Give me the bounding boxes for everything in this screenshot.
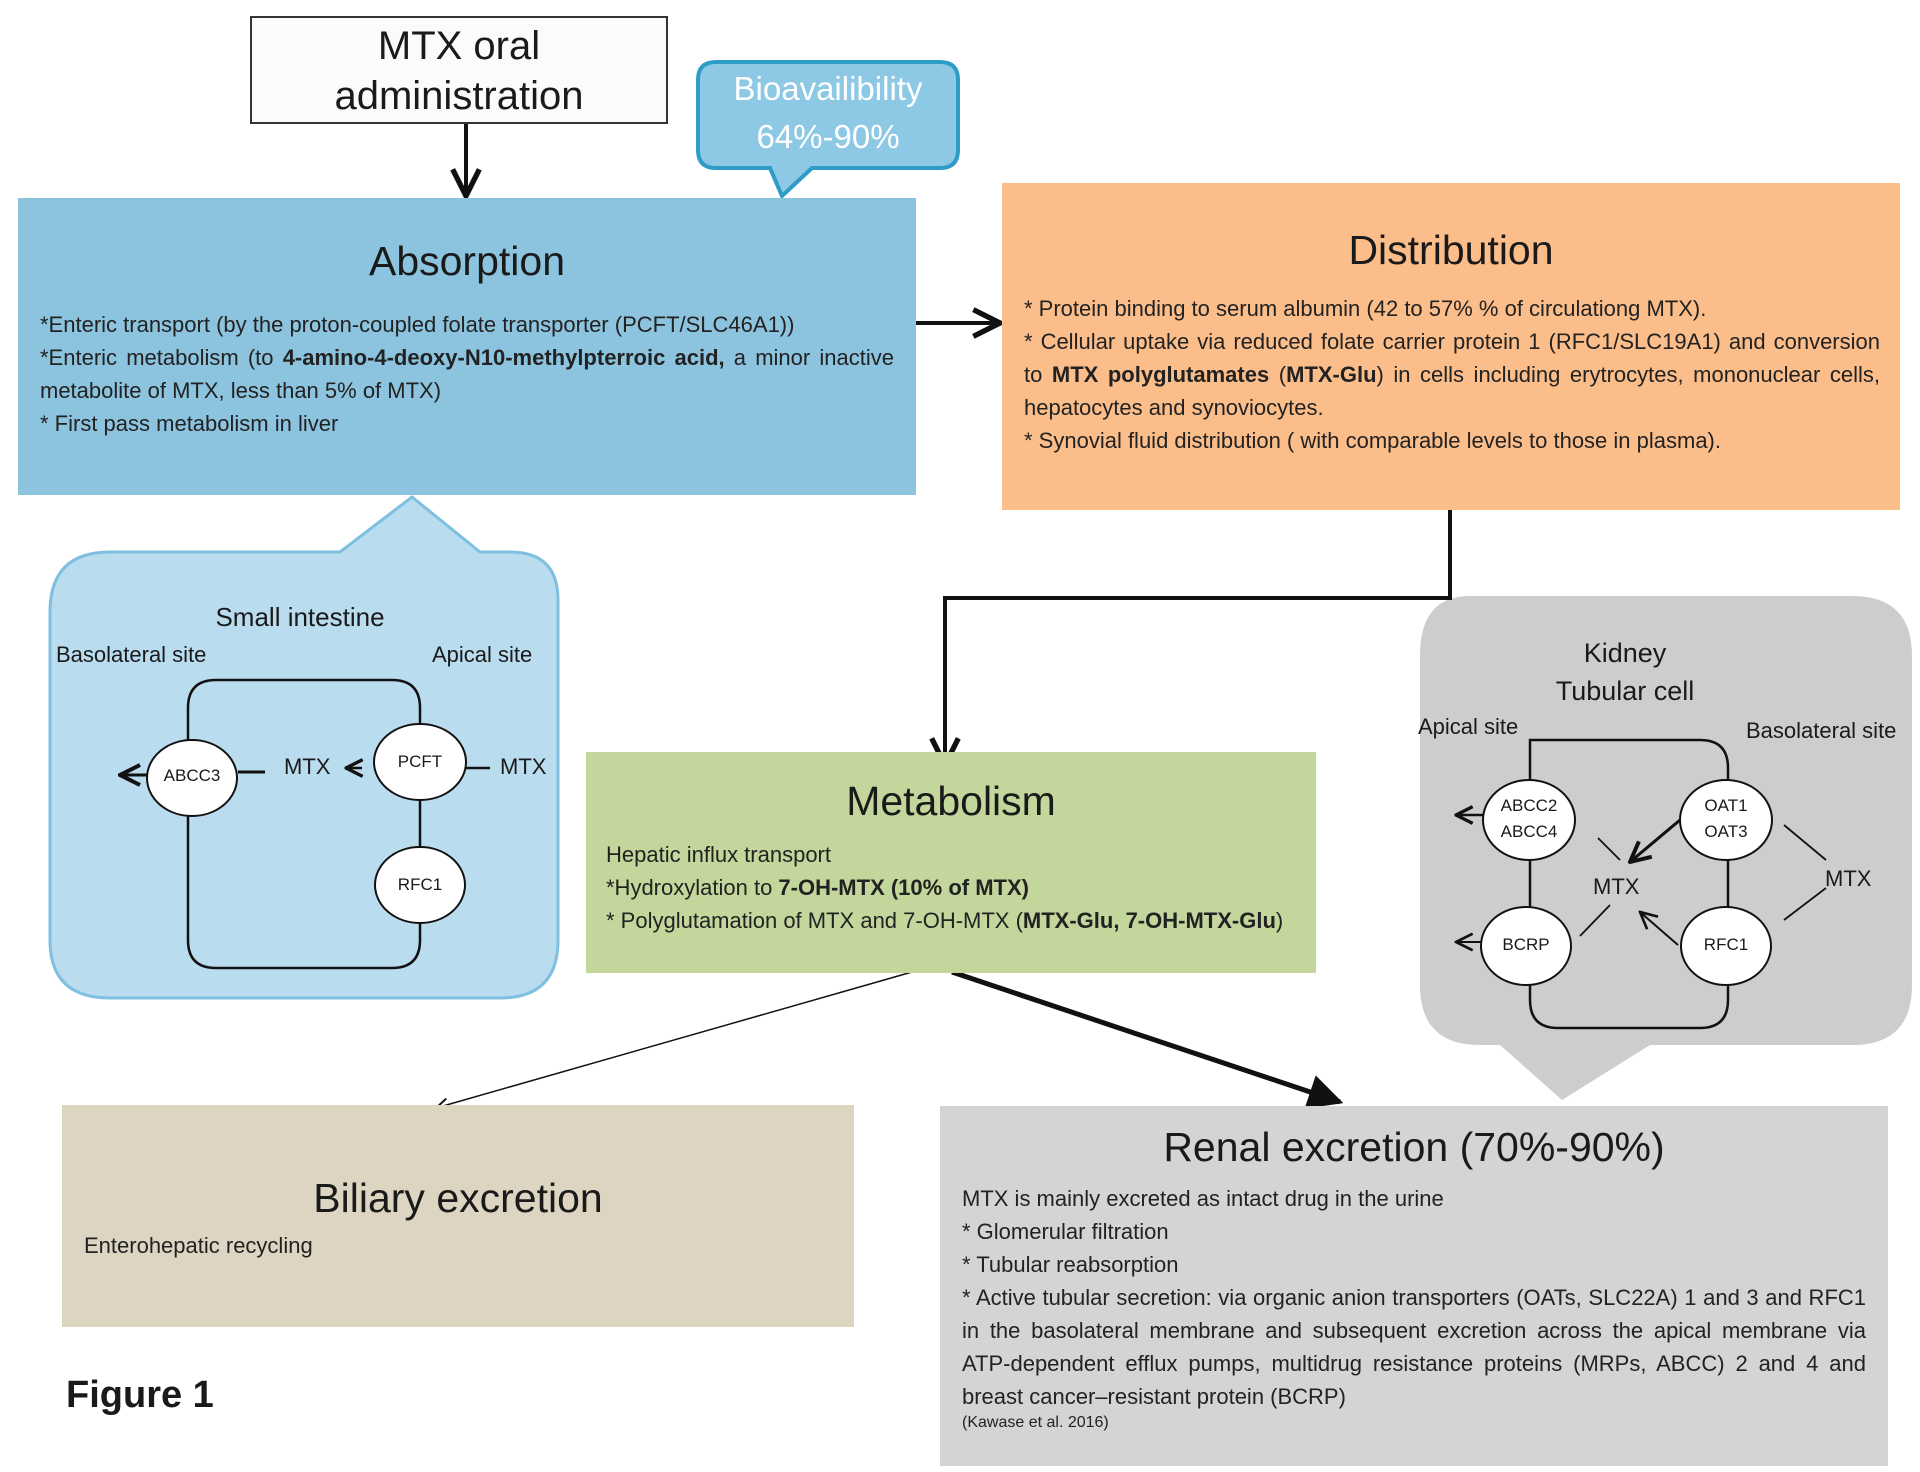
distribution-line2-bold1: MTX polyglutamates [1051,362,1270,387]
metabolism-line2: *Hydroxylation to 7-OH-MTX (10% of MTX) [606,871,1296,904]
metabolism-line2-bold: 7-OH-MTX (10% of MTX) [778,875,1029,900]
metabolism-line1: Hepatic influx transport [606,842,831,867]
distribution-line2-c: ( [1269,362,1287,387]
distribution-line2-e: ) in cells including erytrocytes, mononu… [1024,362,1880,420]
renal-line2: * Glomerular filtration [962,1219,1169,1244]
metabolism-title: Metabolism [846,778,1056,824]
kidney-oat3-label: OAT3 [1704,822,1748,841]
renal-line3: * Tubular reabsorption [962,1252,1179,1277]
renal-text: MTX is mainly excreted as intact drug in… [962,1182,1866,1433]
distribution-to-metabolism-arrow [945,510,1452,765]
kidney-basolateral-label: Basolateral site [1746,718,1897,743]
bioavailability-line2: 64%-90% [756,118,900,155]
metabolism-line3-a: * Polyglutamation of MTX and 7-OH-MTX ( [606,908,1023,933]
oral-administration-box: MTX oral administration [250,16,668,124]
absorption-line2: *Enteric metabolism (to 4-amino-4-deoxy-… [40,341,894,407]
absorption-line3: * First pass metabolism in liver [40,411,339,436]
absorption-box: Absorption *Enteric transport (by the pr… [18,198,916,495]
absorption-title: Absorption [368,238,565,284]
distribution-line3: * Synovial fluid distribution ( with com… [1024,428,1721,453]
figure-label: Figure 1 [66,1374,214,1416]
intestine-callout-shape [48,495,560,1000]
intestine-mtx-inner: MTX [284,754,331,779]
biliary-title: Biliary excretion [313,1175,603,1221]
absorption-text: *Enteric transport (by the proton-couple… [40,308,894,440]
absorption-line2-a: *Enteric metabolism (to [40,345,283,370]
distribution-line2: * Cellular uptake via reduced folate car… [1024,325,1880,424]
oral-line1: MTX oral [377,24,541,68]
kidney-cell-diagram [1456,738,1827,1030]
absorption-line2-bold: 4-amino-4-deoxy-N10-methylpterroic acid, [282,345,725,370]
absorption-line1: *Enteric transport (by the proton-couple… [40,312,795,337]
kidney-title-line2: Tubular cell [1555,676,1695,706]
kidney-mtx-inner: MTX [1593,874,1640,899]
intestine-abcc3-label: ABCC3 [163,766,221,785]
metabolism-to-biliary-arrow [436,971,913,1108]
kidney-oat1-label: OAT1 [1704,796,1748,815]
kidney-rfc1-label: RFC1 [1703,935,1749,954]
distribution-line2-bold2: MTX-Glu [1286,362,1377,387]
intestine-mtx-outer: MTX [500,754,547,779]
distribution-line1: * Protein binding to serum albumin (42 t… [1024,296,1707,321]
kidney-mtx-outer: MTX [1825,866,1872,891]
renal-line1: MTX is mainly excreted as intact drug in… [962,1186,1444,1211]
intestine-pcft-label: PCFT [397,752,443,771]
metabolism-text: Hepatic influx transport *Hydroxylation … [606,838,1296,937]
renal-line4: * Active tubular secretion: via organic … [962,1285,1866,1409]
biliary-line1: Enterohepatic recycling [84,1233,313,1258]
metabolism-box: Metabolism Hepatic influx transport *Hyd… [586,752,1316,973]
metabolism-to-renal-arrow [951,969,1344,1109]
distribution-box: Distribution * Protein binding to serum … [1002,183,1900,510]
metabolism-line3: * Polyglutamation of MTX and 7-OH-MTX (M… [606,904,1296,937]
oral-line2: administration [334,74,584,118]
kidney-callout-shape [1420,596,1912,1100]
bioavailability-callout-shape [696,60,960,200]
renal-title: Renal excretion (70%-90%) [1163,1124,1665,1170]
kidney-abcc2-label: ABCC2 [1500,796,1558,815]
kidney-title-line1: Kidney [1583,638,1667,668]
absorption-line2-c: a minor inactive metabolite of MTX, less… [40,345,894,403]
bioavailability-line1: Bioavailibility [733,70,923,107]
kidney-apical-label: Apical site [1418,714,1519,739]
renal-excretion-box: Renal excretion (70%-90%) MTX is mainly … [940,1106,1888,1466]
distribution-title: Distribution [1348,227,1554,273]
intestine-basolateral-label: Basolateral site [56,642,207,667]
renal-citation: (Kawase et al. 2016) [962,1414,1109,1431]
distribution-text: * Protein binding to serum albumin (42 t… [1024,292,1880,457]
intestine-title: Small intestine [215,602,385,632]
kidney-abcc4-label: ABCC4 [1500,822,1558,841]
kidney-bcrp-label: BCRP [1502,935,1550,954]
intestine-apical-label: Apical site [432,642,533,667]
metabolism-line3-bold: MTX-Glu, 7-OH-MTX-Glu [1022,908,1276,933]
distribution-line2-a: * Cellular uptake via reduced folate car… [1024,329,1880,387]
intestine-rfc1-label: RFC1 [397,875,443,894]
intestine-cell-diagram [120,678,490,970]
metabolism-line3-c: ) [1275,908,1284,933]
biliary-excretion-box: Biliary excretion Enterohepatic recyclin… [62,1105,854,1327]
metabolism-line2-a: *Hydroxylation to [606,875,779,900]
